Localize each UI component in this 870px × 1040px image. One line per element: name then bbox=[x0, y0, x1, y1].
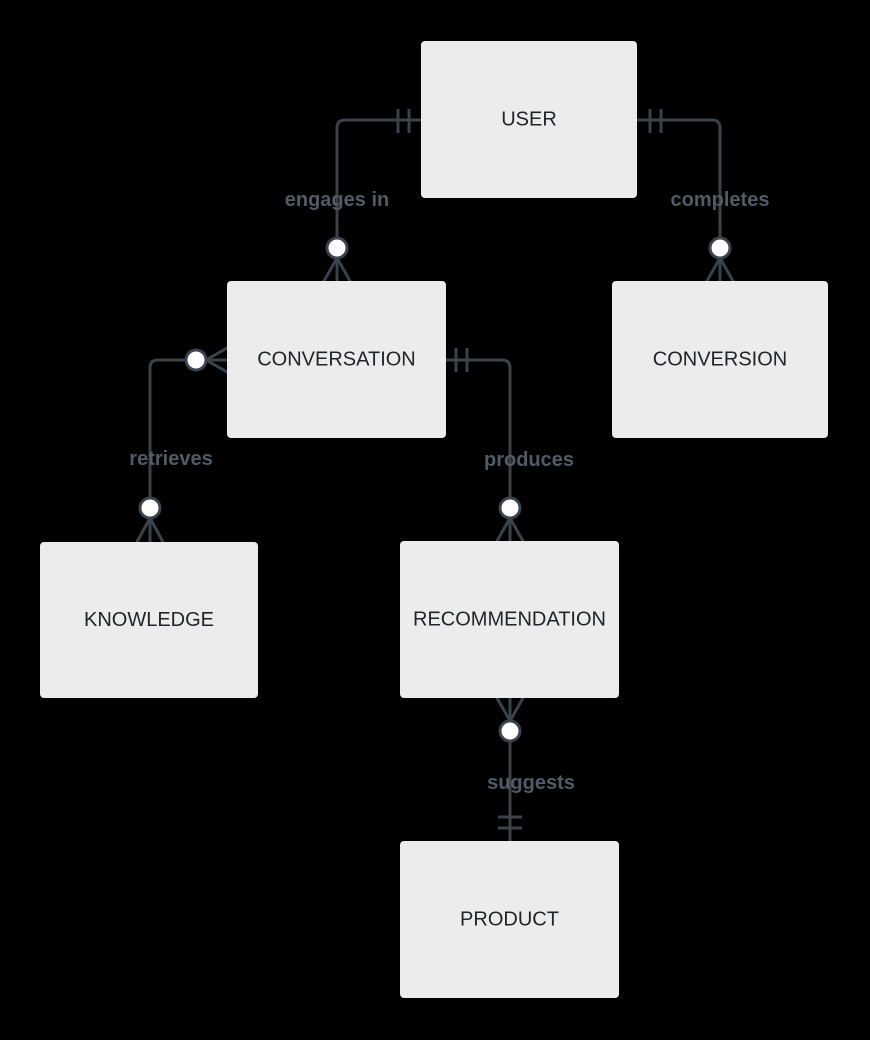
cardinality-many-prong-engages-in-0 bbox=[322, 256, 339, 283]
entity-label-knowledge: KNOWLEDGE bbox=[84, 609, 214, 631]
cardinality-many-prong-completes-0 bbox=[705, 256, 722, 283]
entity-label-product: PRODUCT bbox=[460, 909, 559, 931]
entity-label-conversation: CONVERSATION bbox=[257, 349, 416, 371]
cardinality-zero-circle-produces-0 bbox=[498, 496, 522, 520]
cardinality-many-prong-produces-2 bbox=[508, 516, 525, 543]
cardinality-many-prong-engages-in-2 bbox=[335, 256, 352, 283]
relationship-label-suggests: suggests bbox=[487, 772, 575, 794]
entity-box-product bbox=[400, 841, 619, 998]
relationship-label-retrieves: retrieves bbox=[129, 448, 212, 470]
relationship-line-completes bbox=[637, 118, 722, 238]
cardinality-zero-circle-completes-0 bbox=[708, 236, 732, 260]
relationship-label-produces: produces bbox=[484, 449, 574, 471]
cardinality-many-prong-completes-2 bbox=[718, 256, 735, 283]
cardinality-many-prong-retrieves-2 bbox=[204, 358, 229, 374]
entity-box-user bbox=[421, 41, 637, 198]
entity-label-conversion: CONVERSION bbox=[653, 349, 787, 371]
cardinality-many-prong-suggests-2 bbox=[508, 696, 525, 723]
cardinality-many-prong-retrieves-5 bbox=[148, 516, 165, 544]
entity-box-conversion bbox=[612, 281, 828, 438]
entity-label-user: USER bbox=[501, 109, 557, 131]
relationship-line-retrieves bbox=[148, 358, 186, 498]
entity-box-conversation bbox=[227, 281, 446, 438]
relationship-label-engages-in: engages in bbox=[285, 189, 389, 211]
cardinality-many-prong-retrieves-0 bbox=[204, 346, 229, 362]
cardinality-many-prong-produces-0 bbox=[495, 516, 512, 543]
relationship-line-engages-in bbox=[335, 118, 421, 238]
cardinality-many-prong-suggests-0 bbox=[495, 696, 512, 723]
cardinality-zero-circle-retrieves-0 bbox=[184, 348, 208, 372]
entity-label-recommendation: RECOMMENDATION bbox=[413, 609, 606, 631]
entity-box-knowledge bbox=[40, 542, 258, 698]
relationship-label-completes: completes bbox=[671, 189, 770, 211]
cardinality-zero-circle-engages-in-0 bbox=[325, 236, 349, 260]
relationship-line-produces bbox=[446, 358, 512, 498]
cardinality-zero-circle-retrieves-1 bbox=[138, 496, 162, 520]
cardinality-zero-circle-suggests-0 bbox=[498, 719, 522, 743]
cardinality-many-prong-retrieves-3 bbox=[135, 516, 152, 544]
entity-box-recommendation bbox=[400, 541, 619, 698]
